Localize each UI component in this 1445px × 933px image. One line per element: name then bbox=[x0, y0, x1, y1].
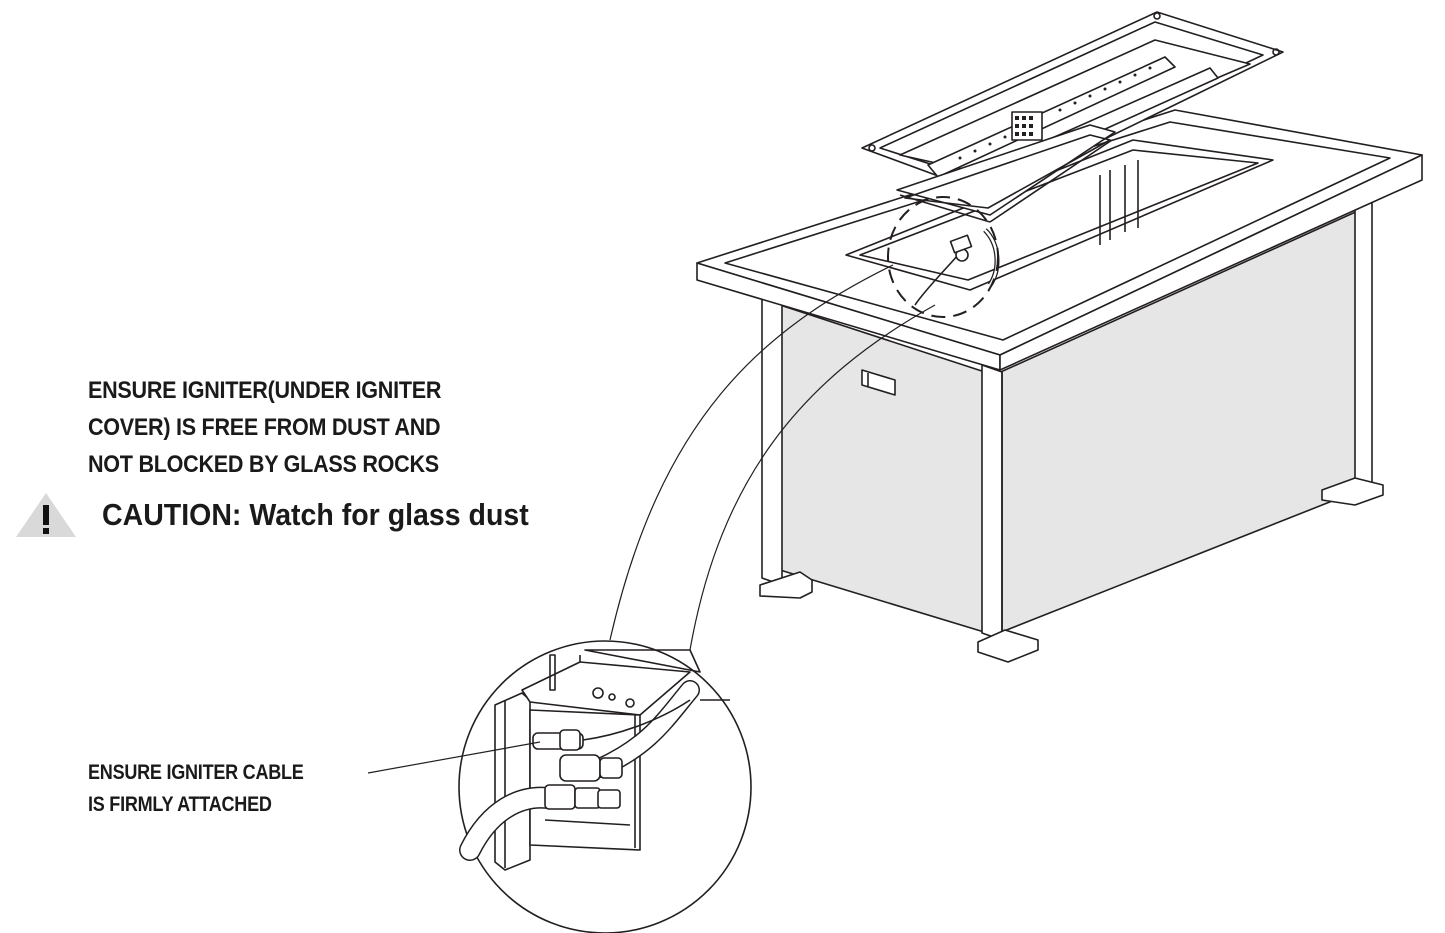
caution-row: CAUTION: Watch for glass dust bbox=[14, 491, 566, 539]
burner-pan bbox=[861, 11, 1284, 223]
igniter-clean-note-line-3: NOT BLOCKED BY GLASS ROCKS bbox=[88, 451, 439, 478]
table-foot-left bbox=[759, 571, 813, 599]
igniter-cable-note-line-1: ENSURE IGNITER CABLE bbox=[88, 761, 304, 784]
table-handle-slot bbox=[861, 369, 896, 396]
detail-highlight-circle bbox=[887, 196, 999, 318]
igniter-cable-note-line-2: IS FIRMLY ATTACHED bbox=[88, 793, 272, 816]
igniter-cable-note: ENSURE IGNITER CABLE IS FIRMLY ATTACHED bbox=[88, 757, 304, 821]
warning-triangle-icon bbox=[16, 493, 76, 537]
table-foot-right bbox=[1321, 477, 1384, 506]
fire-table bbox=[696, 109, 1423, 663]
igniter-clean-note-line-1: ENSURE IGNITER(UNDER IGNITER bbox=[88, 377, 442, 404]
caution-text: CAUTION: Watch for glass dust bbox=[102, 497, 529, 532]
burner-tube bbox=[927, 56, 1176, 178]
igniter-clean-note-line-2: COVER) IS FREE FROM DUST AND bbox=[88, 414, 441, 441]
table-leg-left bbox=[761, 289, 783, 586]
burner-bracket bbox=[896, 124, 1116, 216]
table-foot-front bbox=[977, 629, 1039, 663]
table-leg-right bbox=[1354, 197, 1373, 489]
igniter-detail-zoom bbox=[458, 640, 752, 933]
igniter-connection bbox=[914, 228, 1000, 306]
cable-note-leader-line bbox=[367, 741, 541, 774]
table-leg-front bbox=[981, 364, 1003, 641]
zoom-leader-line-left bbox=[609, 264, 894, 641]
igniter-clean-note: ENSURE IGNITER(UNDER IGNITER COVER) IS F… bbox=[88, 372, 493, 483]
zoom-leader-line-right bbox=[689, 304, 936, 651]
